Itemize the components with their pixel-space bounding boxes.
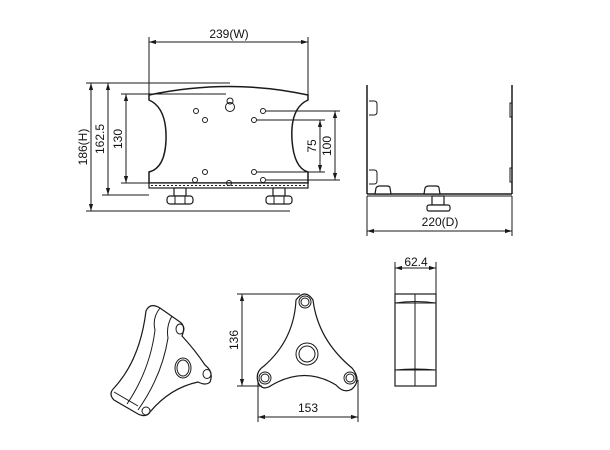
foot-top-view: 136 153: [227, 293, 359, 422]
foot-side-view: 62.4: [394, 255, 437, 387]
foot-height-dimension-label: 136: [227, 330, 241, 350]
hole-spacing-100-label: 100: [320, 136, 334, 156]
foot-thickness-dimension-label: 62.4: [404, 255, 428, 269]
hole-spacing-75-label: 75: [305, 139, 319, 153]
mounting-holes: [192, 108, 266, 186]
side-view: 220(D): [366, 85, 513, 236]
front-foot-left: [166, 187, 194, 205]
foot-width-dimension-label: 153: [298, 401, 318, 415]
foot-isometric-view: [110, 305, 212, 417]
front-foot-right: [265, 187, 293, 205]
front-plate-outline: [148, 85, 309, 184]
height-dimension-label: 186(H): [76, 129, 90, 166]
depth-dimension-label: 220(D): [422, 215, 459, 229]
inner-height-dimension-label: 162.5: [93, 124, 107, 154]
width-dimension-label: 239(W): [209, 27, 248, 41]
front-view: 239(W) 186(H) 162.5 130 100 75: [76, 27, 340, 212]
hole-spacing-130-label: 130: [111, 129, 125, 149]
keyhole-icon: [225, 97, 235, 112]
